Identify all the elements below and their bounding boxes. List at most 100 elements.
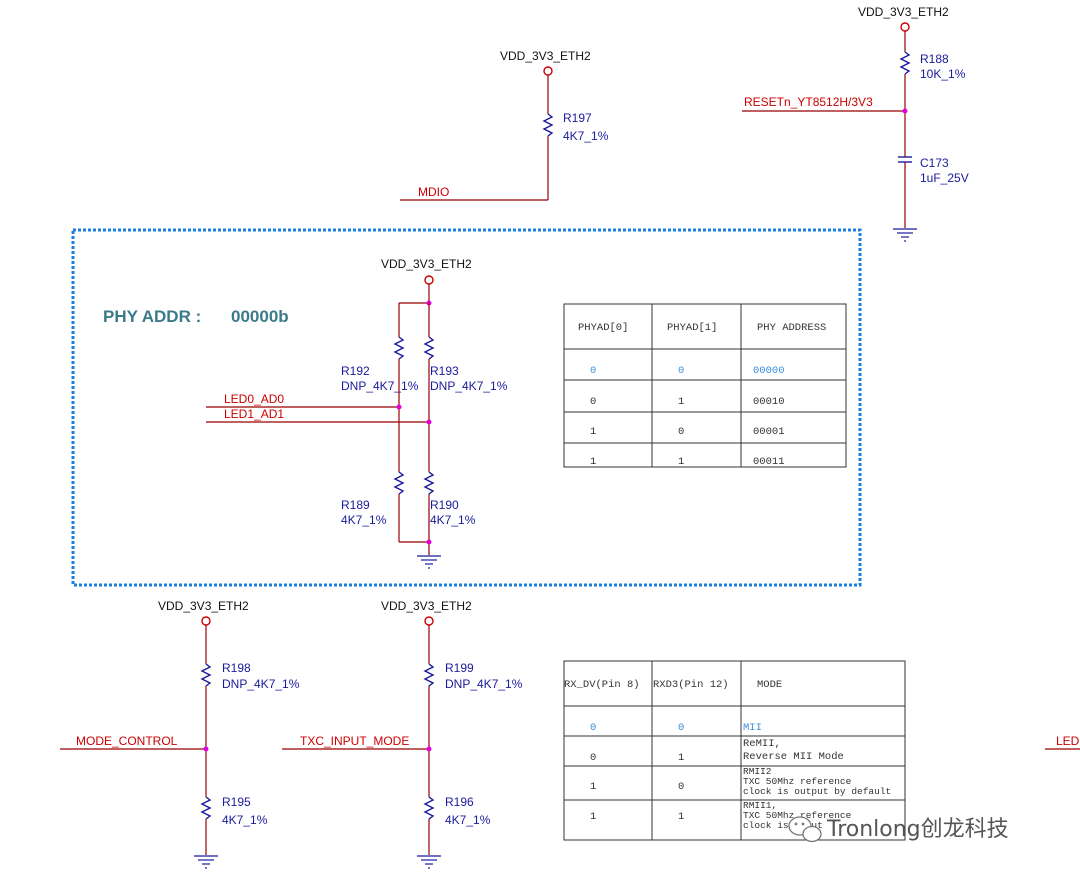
resistor-symbol — [393, 471, 405, 495]
vcc-symbol — [424, 616, 434, 626]
mode-control-circuit: VDD_3V3_ETH2 R198 DNP_4K7_1% MODE_CONTRO… — [60, 599, 300, 869]
table-header: PHYAD[0] — [578, 322, 628, 334]
reset-circuit: VDD_3V3_ETH2 R188 10K_1% RESETn_YT8512H/… — [742, 5, 969, 242]
resistor-symbol — [423, 663, 435, 687]
resistor-symbol — [423, 336, 435, 360]
vcc-label: VDD_3V3_ETH2 — [158, 599, 249, 613]
table-cell: 0 — [678, 365, 684, 377]
table-cell: 1 — [678, 396, 684, 408]
resistor-ref: R193 — [430, 364, 459, 378]
phy-address-table: PHYAD[0] PHYAD[1] PHY ADDRESS 0 0 00000 … — [563, 303, 847, 468]
vcc-symbol — [424, 275, 434, 285]
resistor-ref: R198 — [222, 661, 251, 675]
vcc-symbol — [201, 616, 211, 626]
capacitor-value: 1uF_25V — [920, 171, 969, 185]
resistor-ref: R196 — [445, 795, 474, 809]
table-cell: TXC 50Mhz reference — [743, 810, 852, 821]
vcc-symbol — [900, 22, 910, 32]
resistor-symbol — [423, 796, 435, 820]
table-cell: 1 — [678, 811, 684, 823]
table-cell: 0 — [678, 781, 684, 793]
net-label-reset: RESETn_YT8512H/3V3 — [744, 95, 873, 109]
ground-symbol — [417, 855, 441, 869]
table-cell: TXC 50Mhz reference — [743, 776, 852, 787]
table-header: PHY ADDRESS — [757, 322, 826, 334]
ground-symbol — [194, 855, 218, 869]
table-cell: Reverse MII Mode — [743, 751, 844, 763]
table-cell: RMII1, — [743, 800, 777, 811]
junction-dot — [902, 108, 908, 114]
table-cell: 00000 — [753, 365, 785, 377]
resistor-value: DNP_4K7_1% — [222, 677, 300, 691]
resistor-ref: R195 — [222, 795, 251, 809]
table-cell: 00011 — [753, 456, 785, 468]
resistor-value: DNP_4K7_1% — [341, 379, 419, 393]
resistor-value: DNP_4K7_1% — [430, 379, 508, 393]
table-cell: 1 — [678, 456, 684, 468]
table-header: MODE — [757, 679, 782, 691]
net-label-led1: LED1_AD1 — [224, 407, 284, 421]
vcc-symbol — [543, 66, 553, 76]
mode-table: RX_DV(Pin 8) RXD3(Pin 12) MODE 0 0 MII 0… — [563, 660, 906, 841]
vcc-label: VDD_3V3_ETH2 — [381, 599, 472, 613]
vcc-label: VDD_3V3_ETH2 — [858, 5, 949, 19]
table-cell: 00001 — [753, 426, 785, 438]
junction-dot — [203, 746, 209, 752]
resistor-value: DNP_4K7_1% — [445, 677, 523, 691]
resistor-symbol — [423, 471, 435, 495]
table-cell: ReMII, — [743, 738, 781, 750]
resistor-symbol — [393, 336, 405, 360]
table-cell: 1 — [590, 426, 596, 438]
table-header: PHYAD[1] — [667, 322, 717, 334]
resistor-symbol — [200, 663, 212, 687]
resistor-value: 4K7_1% — [341, 513, 387, 527]
resistor-ref: R199 — [445, 661, 474, 675]
table-cell: clock is output by default — [743, 786, 891, 797]
junction-dot — [426, 539, 432, 545]
table-cell: 1 — [590, 811, 596, 823]
resistor-ref: R188 — [920, 52, 949, 66]
vcc-label: VDD_3V3_ETH2 — [500, 49, 591, 63]
table-cell: 00010 — [753, 396, 785, 408]
net-label-mode-control: MODE_CONTROL — [76, 734, 178, 748]
resistor-value: 10K_1% — [920, 67, 966, 81]
resistor-value: 4K7_1% — [222, 813, 268, 827]
junction-dot — [426, 746, 432, 752]
table-cell: RMII2 — [743, 766, 772, 777]
resistor-symbol — [542, 113, 554, 137]
wechat-icon — [788, 816, 822, 843]
resistor-value: 4K7_1% — [430, 513, 476, 527]
table-cell: 0 — [678, 722, 684, 734]
table-cell: 0 — [678, 426, 684, 438]
vcc-label: VDD_3V3_ETH2 — [381, 257, 472, 271]
watermark: Tronlong创龙科技 — [788, 816, 1009, 843]
resistor-ref: R190 — [430, 498, 459, 512]
table-cell: 1 — [590, 781, 596, 793]
mdio-pullup: VDD_3V3_ETH2 R197 4K7_1% MDIO — [400, 49, 609, 201]
capacitor-ref: C173 — [920, 156, 949, 170]
resistor-value: 4K7_1% — [563, 129, 609, 143]
watermark-text: Tronlong创龙科技 — [826, 817, 1009, 842]
table-header: RX_DV(Pin 8) — [564, 679, 640, 691]
resistor-ref: R197 — [563, 111, 592, 125]
phy-strap-circuit: VDD_3V3_ETH2 R192 DNP_4K7_1% R193 DNP_4K… — [206, 257, 508, 569]
resistor-symbol — [200, 796, 212, 820]
net-label-txc-input-mode: TXC_INPUT_MODE — [300, 734, 409, 748]
txc-input-mode-circuit: VDD_3V3_ETH2 R199 DNP_4K7_1% TXC_INPUT_M… — [282, 599, 523, 869]
junction-dot — [396, 404, 402, 410]
ground-symbol — [417, 555, 441, 569]
net-label-led-edge: LED — [1056, 734, 1080, 748]
table-cell: clock is input — [743, 820, 823, 831]
resistor-value: 4K7_1% — [445, 813, 491, 827]
phy-address-group-box — [71, 228, 862, 587]
table-header: RXD3(Pin 12) — [653, 679, 729, 691]
table-cell: 0 — [590, 365, 596, 377]
resistor-ref: R192 — [341, 364, 370, 378]
phy-addr-value: 00000b — [231, 307, 289, 326]
phy-addr-label: PHY ADDR : — [103, 307, 201, 326]
table-cell: 1 — [678, 752, 684, 764]
table-cell: 0 — [590, 396, 596, 408]
ground-symbol — [893, 228, 917, 242]
junction-dot — [426, 419, 432, 425]
table-cell: MII — [743, 722, 762, 734]
